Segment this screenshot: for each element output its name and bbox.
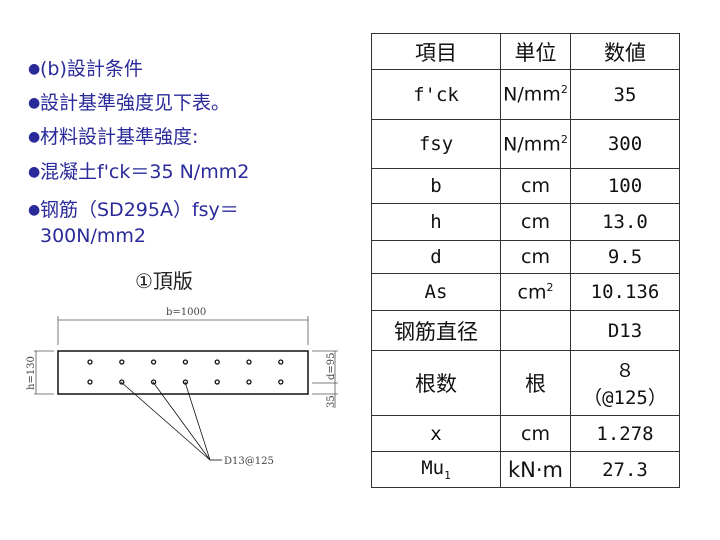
bullet-text: 混凝土f'ck＝35 N/mm2	[40, 161, 250, 183]
slab-outline	[57, 350, 309, 395]
depth-label: d=95	[326, 352, 337, 380]
width-label: b=1000	[166, 307, 206, 318]
header-unit: 単位	[500, 33, 571, 70]
bullet-text: (b)設計条件	[40, 58, 143, 80]
rebar-circle	[278, 359, 284, 365]
cell-unit: N/mm2	[500, 119, 571, 169]
cell-value: ８（@125）	[570, 350, 680, 416]
cell-unit: 根	[500, 350, 571, 416]
cell-item: f'ck	[371, 69, 501, 120]
rebar-circle	[150, 379, 157, 385]
rebar-circle	[87, 379, 93, 385]
rebar-circle	[246, 379, 252, 385]
cell-value: D13	[570, 310, 680, 351]
bullet-2: ●設計基準強度见下表。	[28, 92, 231, 114]
cover-label: 35	[326, 395, 337, 408]
bullet-5: ●钢筋（SD295A）fsy＝300N/mm2	[28, 199, 239, 247]
height-label: h=130	[26, 356, 37, 390]
cell-item: As	[371, 273, 501, 311]
table-row: 钢筋直径 D13	[371, 310, 680, 351]
cell-unit: N/mm2	[500, 69, 571, 120]
cell-value: 9.5	[570, 240, 680, 274]
cell-item: Mu1	[371, 451, 501, 488]
rebar-circle	[246, 359, 252, 365]
rebar-circle	[119, 379, 125, 385]
rebar-circle	[150, 359, 157, 365]
bullet-text: 設計基準強度见下表。	[40, 92, 231, 114]
section-caption: ①頂版	[135, 269, 193, 293]
bullet-4: ●混凝土f'ck＝35 N/mm2	[28, 161, 250, 183]
cell-value: 300	[570, 119, 680, 169]
cell-item: x	[371, 415, 501, 452]
cell-value: 35	[570, 69, 680, 120]
cell-item: 根数	[371, 350, 501, 416]
cell-item: fsy	[371, 119, 501, 169]
cell-unit: cm	[500, 240, 571, 274]
rebar-circle	[278, 379, 284, 385]
bullet-text: 材料設計基準強度:	[40, 126, 199, 148]
rebar-circle	[214, 379, 220, 385]
header-value: 数値	[570, 33, 680, 70]
cell-value: 13.0	[570, 203, 680, 241]
cell-value: 27.3	[570, 451, 680, 488]
rebar-circle	[87, 359, 93, 365]
cell-item: h	[371, 203, 501, 241]
slab-section-drawing: b=1000 h=130 d=95 35 D13@125	[26, 307, 338, 467]
table-header: 項目 単位 数値	[371, 33, 680, 70]
cell-item: b	[371, 168, 501, 204]
cell-unit: cm	[500, 203, 571, 241]
cell-value: 10.136	[570, 273, 680, 311]
cell-unit	[500, 310, 571, 351]
rebar-circle	[119, 359, 125, 365]
cell-item: d	[371, 240, 501, 274]
rebar-label: D13@125	[224, 456, 274, 467]
bullet-1: ●(b)設計条件	[28, 58, 143, 80]
cell-unit: kN·m	[500, 451, 571, 488]
cell-unit: cm	[500, 168, 571, 204]
rebar-circle	[214, 359, 220, 365]
header-item: 項目	[371, 33, 501, 70]
cell-value: 1.278	[570, 415, 680, 452]
bullet-3: ●材料設計基準強度:	[28, 126, 199, 148]
cell-value: 100	[570, 168, 680, 204]
bullet-text: 钢筋（SD295A）fsy＝	[40, 199, 239, 221]
rebar-circle	[182, 359, 189, 365]
cell-unit: cm2	[500, 273, 571, 311]
cell-unit: cm	[500, 415, 571, 452]
bullet-text-cont: 300N/mm2	[40, 225, 146, 247]
cell-item: 钢筋直径	[371, 310, 501, 351]
